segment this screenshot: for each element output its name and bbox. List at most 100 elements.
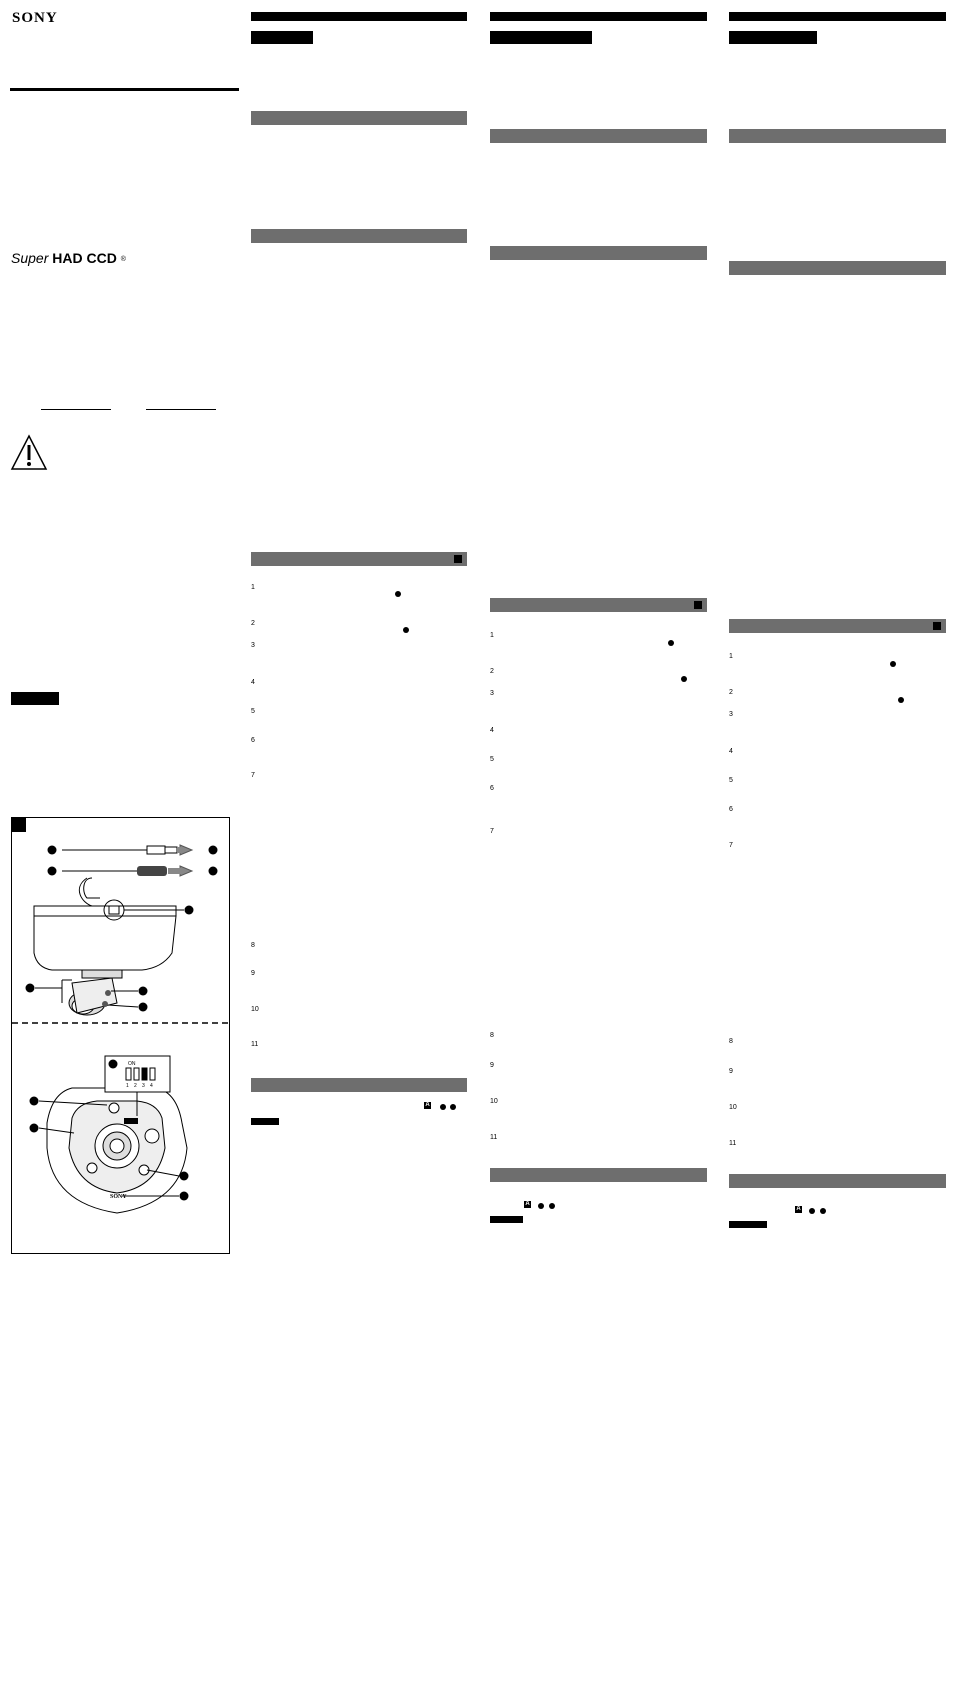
col4-step-8: 8 [729,1038,733,1045]
super-had-mark: ® [120,255,126,263]
figure-brand: SONY [110,1194,127,1200]
col2-step-10: 10 [251,1006,259,1013]
col2-step-1: 1 [251,584,255,591]
super-had-main: HAD CCD [52,250,117,266]
col2-step-9: 9 [251,970,255,977]
col3-step-1: 1 [490,632,494,639]
col3-ref-dot-1 [538,1203,544,1209]
col3-section-1-bar [490,129,707,143]
col2-step-11: 11 [251,1041,259,1048]
col3-step-2: 2 [490,668,494,675]
col4-step-6: 6 [729,806,733,813]
col4-figure-ref: A [795,1206,802,1213]
warning-triangle-icon [10,434,48,470]
col4-step-5: 5 [729,777,733,784]
col2-step-3: 3 [251,642,255,649]
col3-section-3-bar [490,598,707,612]
col4-section-3-marker [933,622,941,630]
col2-step-7: 7 [251,772,255,779]
col4-step-1: 1 [729,653,733,660]
left-caution-label [11,692,59,705]
col4-step-4: 4 [729,748,733,755]
col4-inline-dot-1 [890,661,896,667]
col4-language-label [729,31,817,44]
col2-section-3-bar [251,552,467,566]
col4-top-bar [729,12,946,21]
col4-note-label [729,1221,767,1228]
col2-top-bar [251,12,467,21]
dip-on-label: ON [128,1061,136,1067]
col2-figure-ref: A [424,1102,431,1109]
sony-logo: SONY [12,10,58,26]
col2-step-8: 8 [251,942,255,949]
col4-step-7: 7 [729,842,733,849]
camera-diagram: ON 1 2 3 4 SONY [11,817,230,1254]
callout-2 [47,866,57,876]
col3-note-label [490,1216,523,1223]
col3-step-9: 9 [490,1062,494,1069]
col3-inline-dot-1 [668,640,674,646]
dip-switch-2-label: 2 [134,1083,137,1089]
title-rule [10,88,239,91]
connector-a-marker [208,845,218,855]
col4-inline-dot-2 [898,697,904,703]
col4-section-4-bar [729,1174,946,1188]
col2-section-2-bar [251,229,467,243]
callout-9 [179,1191,189,1201]
col4-step-10: 10 [729,1104,737,1111]
camera-illustration: ON 1 2 3 4 SONY [12,844,229,1214]
col2-step-6: 6 [251,737,255,744]
col3-step-10: 10 [490,1098,498,1105]
col3-section-4-bar [490,1168,707,1182]
col2-inline-dot-2 [403,627,409,633]
col2-inline-dot-1 [395,591,401,597]
callout-11 [29,1096,39,1106]
col4-step-3: 3 [729,711,733,718]
col3-step-6: 6 [490,785,494,792]
col3-section-3-marker [694,601,702,609]
figure-tag [12,818,26,832]
callout-3 [184,905,194,915]
col3-top-bar [490,12,707,21]
col3-section-2-bar [490,246,707,260]
col4-step-11: 11 [729,1140,737,1147]
col4-section-2-bar [729,261,946,275]
col2-step-4: 4 [251,679,255,686]
callout-6 [25,983,35,993]
dip-switch-4-label: 4 [150,1083,153,1089]
col2-step-2: 2 [251,620,255,627]
col4-step-2: 2 [729,689,733,696]
dip-switch-1-label: 1 [126,1083,129,1089]
col2-step-5: 5 [251,708,255,715]
col2-note-label [251,1118,279,1125]
col4-ref-dot-1 [809,1208,815,1214]
col2-ref-dot-2 [450,1104,456,1110]
model-line-2 [146,409,216,410]
col3-step-8: 8 [490,1032,494,1039]
callout-1 [47,845,57,855]
col3-step-4: 4 [490,727,494,734]
col3-ref-dot-2 [549,1203,555,1209]
col3-step-11: 11 [490,1134,498,1141]
col3-step-3: 3 [490,690,494,697]
col2-section-4-bar [251,1078,467,1092]
col2-section-3-marker [454,555,462,563]
col3-figure-ref: A [524,1201,531,1208]
callout-8 [179,1171,189,1181]
col3-inline-dot-2 [681,676,687,682]
super-had-ccd-logo: Super HAD CCD ® [11,250,126,266]
col2-ref-dot-1 [440,1104,446,1110]
callout-5 [138,1002,148,1012]
col2-section-1-bar [251,111,467,125]
col4-section-1-bar [729,129,946,143]
col4-section-3-bar [729,619,946,633]
callout-4 [138,986,148,996]
col2-language-label [251,31,313,44]
col3-step-5: 5 [490,756,494,763]
callout-7 [108,1059,118,1069]
model-line-1 [41,409,111,410]
col3-language-label [490,31,592,44]
col4-step-9: 9 [729,1068,733,1075]
super-had-prefix: Super [11,250,49,266]
col4-ref-dot-2 [820,1208,826,1214]
